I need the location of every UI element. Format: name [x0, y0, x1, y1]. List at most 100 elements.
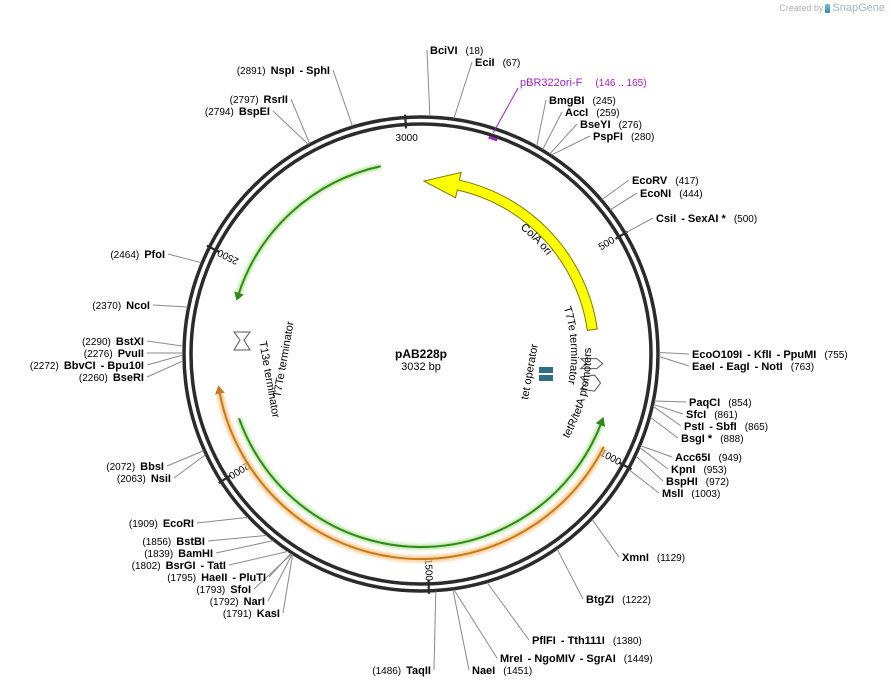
site-label-bbsi[interactable]: (2072) BbsI	[106, 461, 164, 473]
site-label-naei[interactable]: NaeI(1451)	[472, 665, 532, 677]
site-bsphi-part-0: BspHI	[666, 476, 698, 488]
site-label-bsgi[interactable]: BsgI *(888)	[681, 433, 744, 445]
site-pflfi-part-2: (1380)	[613, 636, 642, 647]
site-haeii-part-1: HaeII	[201, 572, 227, 584]
site-nspi-part-0: (2891)	[237, 66, 266, 77]
site-label-bcivi[interactable]: BciVI(18)	[430, 45, 483, 57]
site-rsrii-part-1: RsrII	[264, 94, 288, 106]
site-leader-ecoo109i	[658, 352, 690, 355]
site-label-bamhi[interactable]: (1839)BamHI	[144, 548, 213, 560]
site-label-bsphi[interactable]: BspHI (972)	[666, 476, 729, 488]
site-ecoo109i-part-2: - PpuMI	[777, 349, 817, 361]
site-paqci-part-1: (854)	[728, 398, 751, 409]
site-paqci-part-0: PaqCI	[689, 397, 720, 409]
site-label-bseyi[interactable]: BseYI(276)	[580, 119, 642, 131]
site-ecori-part-1: EcoRI	[163, 518, 194, 530]
site-mrei-part-1: - NgoMIV	[528, 653, 576, 665]
site-leader-bseyi	[549, 123, 578, 155]
site-psti-part-2: (865)	[745, 422, 768, 433]
plasmid-size: 3032 bp	[401, 361, 441, 373]
site-nari-part-0: (1792)	[210, 597, 239, 608]
t7te-terminator-right-icon	[579, 358, 604, 370]
site-label-taqii[interactable]: (1486)TaqII	[372, 665, 431, 677]
site-bsphi-part-1: (972)	[706, 477, 729, 488]
site-label-ecori[interactable]: (1909) EcoRI	[129, 518, 194, 530]
cola-ori-feature[interactable]	[422, 171, 598, 331]
site-label-econi[interactable]: EcoNI(444)	[640, 188, 703, 200]
site-label-pflfi[interactable]: PflFI- Tth111I(1380)	[532, 635, 642, 647]
site-label-msli[interactable]: MslI(1003)	[662, 488, 720, 500]
green-bottom-arc-feature[interactable]	[238, 418, 603, 548]
site-bspei-part-1: BspEI	[239, 106, 270, 118]
site-label-ecorv[interactable]: EcoRV(417)	[632, 175, 699, 187]
site-label-csii[interactable]: CsiI- SexAI *(500)	[656, 213, 757, 225]
site-mrei-part-3: (1449)	[624, 654, 653, 665]
site-leader-kasi	[282, 554, 294, 614]
site-label-bbvci[interactable]: (2272)BbvCI- Bpu10I	[30, 360, 144, 372]
site-pvuii-part-0: (2276)	[84, 349, 113, 360]
site-label-sfoi[interactable]: (1793)SfoI	[196, 584, 251, 596]
site-label-pspfi[interactable]: PspFI(280)	[593, 131, 654, 143]
site-label-xmni[interactable]: XmnI(1129)	[622, 552, 685, 564]
site-ncoi-part-0: (2370)	[92, 301, 121, 312]
site-bbvci-part-0: (2272)	[30, 361, 59, 372]
site-label-bstxi[interactable]: (2290)BstXI	[82, 336, 144, 348]
site-leader-paqci	[654, 400, 687, 403]
site-label-pfoi[interactable]: (2464)PfoI	[110, 249, 165, 261]
site-leader-bsrgi	[228, 550, 289, 566]
site-label-pvuii[interactable]: (2276)PvuII	[84, 348, 144, 360]
site-csii-part-1: - SexAI *	[681, 213, 726, 225]
site-leader-bcivi	[426, 49, 431, 117]
site-label-acc65i[interactable]: Acc65I(949)	[675, 452, 742, 464]
site-label-bseri[interactable]: (2260)BseRI	[79, 372, 144, 384]
site-label-nsii[interactable]: (2063)NsiI	[117, 473, 171, 485]
site-leader-pspfi	[551, 135, 591, 156]
site-label-bstbi[interactable]: (1856)BstBI	[142, 536, 205, 548]
site-bbsi-part-0: (2072)	[106, 462, 135, 473]
site-label-rsrii[interactable]: (2797)RsrII	[230, 94, 288, 106]
site-msli-part-0: MslI	[662, 488, 683, 500]
site-label-acci[interactable]: AccI(259)	[565, 107, 620, 119]
site-label-eaei[interactable]: EaeI- EagI- NotI(763)	[692, 361, 814, 373]
site-label-mrei[interactable]: MreI- NgoMIV- SgrAI(1449)	[500, 653, 653, 665]
site-label-btgzi[interactable]: BtgZI(1222)	[586, 594, 651, 606]
site-eaei-part-0: EaeI	[692, 361, 715, 373]
site-label-bspei[interactable]: (2794)BspEI	[205, 106, 270, 118]
site-label-sfci[interactable]: SfcI(861)	[686, 409, 738, 421]
site-label-ncoi[interactable]: (2370) NcoI	[92, 300, 150, 312]
site-ecori-part-0: (1909)	[129, 519, 158, 530]
site-label-bmgbi[interactable]: BmgBI(245)	[549, 95, 616, 107]
site-label-kpni[interactable]: KpnI(953)	[671, 464, 727, 476]
site-label-nari[interactable]: (1792)NarI	[210, 596, 265, 608]
site-leader-bbvci	[146, 354, 184, 366]
site-mrei-part-2: - SgrAI	[580, 653, 616, 665]
site-label-kasi[interactable]: (1791)KasI	[223, 608, 280, 620]
site-label-bsrgi[interactable]: (1802)BsrGI- TatI	[132, 560, 226, 572]
site-acci-part-1: (259)	[596, 108, 619, 119]
site-pflfi-part-0: PflFI	[532, 635, 556, 647]
site-label-haeii[interactable]: (1795)HaeII- PluTI	[167, 572, 266, 584]
site-label-ecoo109i[interactable]: EcoO109I- KflI- PpuMI(755)	[692, 349, 848, 361]
site-label-ecii[interactable]: EciI(67)	[475, 57, 520, 69]
tick-mark	[206, 244, 220, 253]
site-bbvci-part-1: BbvCI	[64, 360, 96, 372]
site-label-paqci[interactable]: PaqCI (854)	[689, 397, 752, 409]
site-eaei-part-1: - EagI	[720, 361, 750, 373]
green-top-arc-feature[interactable]	[236, 165, 381, 298]
backbone-outer-strand	[182, 115, 660, 593]
site-leader-acci	[542, 111, 563, 150]
site-ncoi-part-1: NcoI	[126, 300, 150, 312]
site-leader-msli	[628, 469, 660, 494]
site-bamhi-part-1: BamHI	[178, 548, 213, 560]
site-econi-part-0: EcoNI	[640, 188, 671, 200]
site-label-psti[interactable]: PstI- SbfI(865)	[684, 421, 768, 433]
site-bbsi-part-1: BbsI	[140, 461, 164, 473]
snapgene-credit: Created by SnapGene	[779, 2, 885, 14]
site-label-nspi[interactable]: (2891)NspI- SphI	[237, 65, 330, 77]
site-bmgbi-part-0: BmgBI	[549, 95, 584, 107]
site-naei-part-0: NaeI	[472, 665, 495, 677]
site-xmni-part-0: XmnI	[622, 552, 649, 564]
site-eaei-part-2: - NotI	[755, 361, 783, 373]
orange-arc-feature[interactable]	[218, 393, 605, 560]
